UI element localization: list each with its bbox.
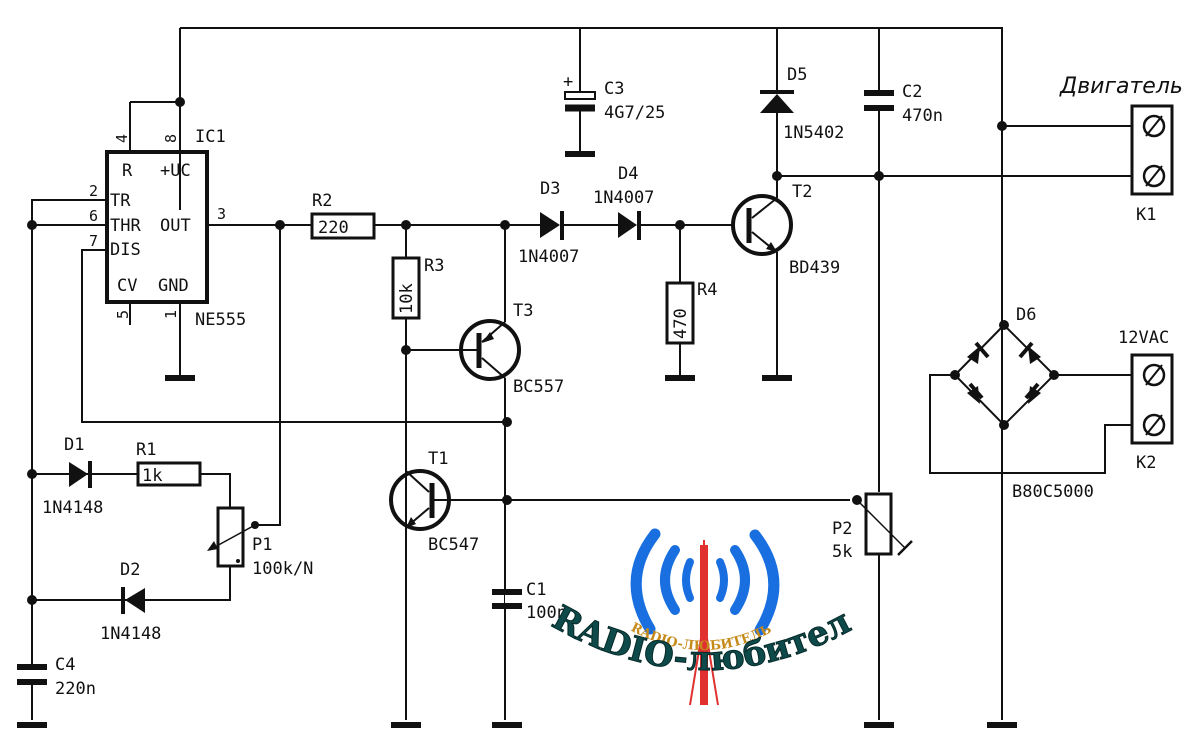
ic1-pin-thr: THR bbox=[110, 216, 141, 236]
d1-ref: D1 bbox=[64, 435, 84, 455]
t1-part: BC547 bbox=[428, 535, 479, 555]
k1-ref: K1 bbox=[1136, 205, 1156, 225]
ic1-ref: IC1 bbox=[195, 127, 226, 147]
ic1-ne555: IC1 NE555 R +UC TR THR OUT DIS CV GND 4 … bbox=[89, 127, 246, 381]
terminal-k2: 12VAC K2 bbox=[1118, 328, 1174, 473]
ic1-pinnum-1: 1 bbox=[162, 310, 180, 319]
terminal-k1: Двигатель K1 bbox=[1059, 74, 1183, 225]
resistor-r1: 1k R1 bbox=[136, 440, 231, 508]
ic1-pin-r: R bbox=[122, 161, 133, 181]
ic1-pin-vcc: +UC bbox=[160, 161, 191, 181]
ic1-pin-dis: DIS bbox=[110, 240, 141, 260]
t3-ref: T3 bbox=[513, 301, 533, 321]
ic1-pinnum-7: 7 bbox=[89, 232, 98, 250]
t3-part: BC557 bbox=[513, 377, 564, 397]
ic1-pin-out: OUT bbox=[160, 216, 191, 236]
transistor-t2: T2 BD439 bbox=[731, 176, 840, 381]
c1-ref: C1 bbox=[526, 580, 546, 600]
ic1-body bbox=[105, 150, 209, 304]
d6-ref: D6 bbox=[1016, 305, 1036, 325]
c2-value: 470n bbox=[902, 106, 943, 126]
ic1-pinnum-4: 4 bbox=[113, 134, 131, 143]
motor-title: Двигатель bbox=[1059, 74, 1183, 99]
c3-ref: C3 bbox=[604, 79, 624, 99]
capacitor-c1: C1 100n bbox=[492, 580, 567, 728]
d2-ref: D2 bbox=[120, 560, 140, 580]
t1-ref: T1 bbox=[428, 449, 448, 469]
d3-part: 1N4007 bbox=[518, 247, 579, 267]
r1-ref: R1 bbox=[136, 440, 156, 460]
capacitor-c2: C2 470n bbox=[864, 28, 943, 492]
r4-ref: R4 bbox=[697, 280, 717, 300]
p2-value: 5k bbox=[832, 542, 852, 562]
d6-part: B80C5000 bbox=[1012, 482, 1094, 502]
r2-ref: R2 bbox=[312, 191, 332, 211]
d1-part: 1N4148 bbox=[42, 498, 103, 518]
d4-ref: D4 bbox=[618, 164, 638, 184]
r3-value: 10k bbox=[397, 283, 417, 314]
r1-value: 1k bbox=[142, 466, 162, 486]
t2-part: BD439 bbox=[789, 258, 840, 278]
output-chain: 220 R2 10k R3 T3 BC557 bbox=[207, 164, 735, 728]
d2-part: 1N4148 bbox=[100, 624, 161, 644]
ic1-part: NE555 bbox=[195, 310, 246, 330]
k2-label: 12VAC bbox=[1118, 328, 1169, 348]
diode-d3: D3 1N4007 bbox=[518, 179, 579, 267]
ic1-pin-gnd: GND bbox=[158, 276, 189, 296]
d5-ref: D5 bbox=[787, 65, 807, 85]
resistor-r2: 220 R2 bbox=[310, 191, 376, 240]
transistor-t1: T1 BC547 bbox=[389, 449, 850, 555]
r3-ref: R3 bbox=[424, 256, 444, 276]
c3-polarity: + bbox=[563, 72, 573, 92]
radio-tower-icon bbox=[689, 540, 719, 706]
ic1-pinnum-2: 2 bbox=[89, 182, 98, 200]
diode-d2: D2 1N4148 bbox=[27, 560, 161, 644]
transistor-t3: T3 BC557 bbox=[406, 225, 564, 720]
diode-d1: D1 1N4148 bbox=[27, 435, 138, 518]
resistor-r4: 470 R4 bbox=[665, 225, 717, 381]
t2-ref: T2 bbox=[792, 182, 812, 202]
d5-part: 1N5402 bbox=[783, 123, 844, 143]
diode-d4: D4 1N4007 bbox=[593, 164, 654, 240]
timing-network: D1 1N4148 1k R1 P1 100k/N D2 bbox=[17, 199, 512, 728]
ic1-pinnum-5: 5 bbox=[114, 310, 132, 319]
p1-ref: P1 bbox=[252, 535, 272, 555]
ic1-pin-cv: CV bbox=[117, 276, 137, 296]
capacitor-c3: + C3 4G7/25 bbox=[563, 28, 665, 157]
bridge-d6: D6 B80C5000 bbox=[929, 305, 1140, 502]
capacitor-c4: C4 220n bbox=[17, 655, 96, 728]
k2-ref: K2 bbox=[1136, 453, 1156, 473]
p2-ref: P2 bbox=[832, 519, 852, 539]
diode-d5: D5 1N5402 bbox=[760, 28, 844, 181]
supply-rail bbox=[129, 27, 1003, 720]
c4-ref: C4 bbox=[55, 655, 75, 675]
potentiometer-p2: P2 5k bbox=[832, 492, 913, 728]
d3-ref: D3 bbox=[540, 179, 560, 199]
c4-value: 220n bbox=[55, 679, 96, 699]
ic1-pinnum-8: 8 bbox=[162, 134, 180, 143]
d4-part: 1N4007 bbox=[593, 188, 654, 208]
c3-value: 4G7/25 bbox=[604, 103, 665, 123]
radio-waves-icon bbox=[630, 528, 780, 636]
c1-value: 100n bbox=[526, 603, 567, 623]
r2-value: 220 bbox=[318, 218, 349, 238]
ic1-pinnum-3: 3 bbox=[217, 205, 226, 223]
potentiometer-p1: P1 100k/N bbox=[32, 220, 313, 601]
c2-ref: C2 bbox=[902, 82, 922, 102]
ic1-pin-tr: TR bbox=[110, 191, 131, 211]
p1-value: 100k/N bbox=[252, 559, 313, 579]
r4-value: 470 bbox=[671, 308, 691, 339]
ic1-pinnum-6: 6 bbox=[89, 207, 98, 225]
